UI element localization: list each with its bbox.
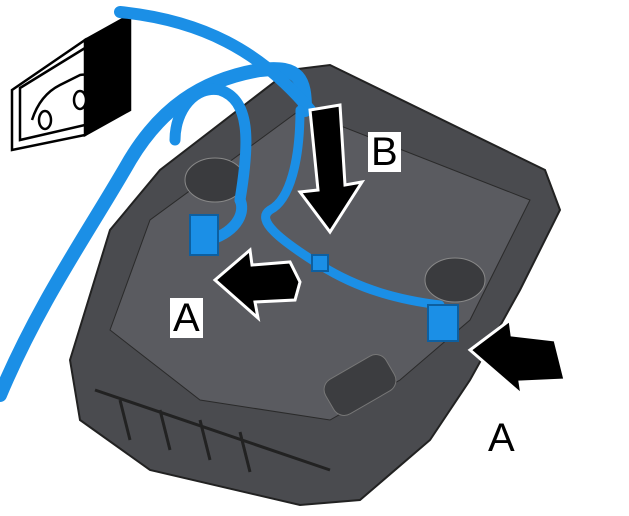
housing — [68, 63, 562, 507]
arrow-b — [297, 103, 366, 235]
cable — [0, 6, 459, 402]
arrows — [212, 103, 567, 399]
arrow-a-right — [467, 317, 567, 399]
label-b: B — [368, 132, 401, 172]
label-a-right: A — [485, 418, 518, 458]
vehicle-front-view-icon — [10, 12, 132, 152]
arrow-a-left — [212, 247, 302, 323]
label-a-left: A — [170, 298, 203, 338]
